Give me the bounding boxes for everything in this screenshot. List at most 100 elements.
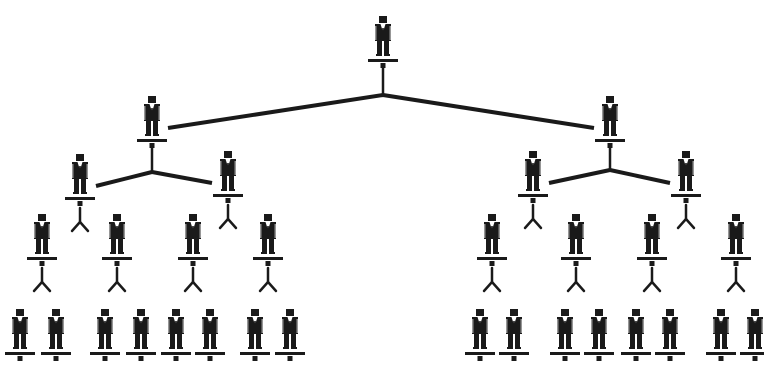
pedestal-bar (706, 352, 736, 355)
person-icon (213, 151, 243, 203)
node-dot (114, 261, 120, 266)
edge-line (183, 280, 195, 293)
node-dot (511, 356, 517, 361)
edge-line (726, 280, 738, 293)
person-icon (477, 214, 507, 266)
edge-line (566, 280, 578, 293)
node-dot (149, 143, 155, 148)
node-dot (477, 356, 483, 361)
edge-line (218, 217, 230, 230)
person-icon (721, 214, 751, 266)
pedestal-bar (637, 257, 667, 260)
node-dot (683, 198, 689, 203)
pedestal-bar (5, 352, 35, 355)
edge-line (482, 280, 494, 293)
edge-line (490, 280, 502, 293)
node-dot (752, 356, 758, 361)
edge-line (734, 280, 746, 293)
person-icon (368, 16, 398, 68)
person-icon (161, 309, 191, 361)
edge-line (191, 280, 203, 293)
node-dot (380, 63, 386, 68)
arch-connector (548, 168, 671, 185)
person-icon (65, 154, 95, 206)
pedestal-bar (65, 197, 95, 200)
pedestal-bar (550, 352, 580, 355)
edge-line (78, 220, 90, 233)
pedestal-bar (655, 352, 685, 355)
person-icon (126, 309, 156, 361)
pedestal-bar (126, 352, 156, 355)
person-icon (584, 309, 614, 361)
edge-line (226, 217, 238, 230)
pedestal-bar (499, 352, 529, 355)
edge-line (115, 280, 127, 293)
person-icon (671, 151, 701, 203)
pedestal-bar (213, 194, 243, 197)
pedestal-bar (90, 352, 120, 355)
person-icon (195, 309, 225, 361)
node-dot (633, 356, 639, 361)
node-dot (667, 356, 673, 361)
edge-line (70, 220, 82, 233)
edge-line (684, 217, 696, 230)
node-dot (573, 261, 579, 266)
edge-line (258, 280, 270, 293)
pedestal-bar (518, 194, 548, 197)
person-icon (550, 309, 580, 361)
person-icon (178, 214, 208, 266)
arch-connector (95, 170, 213, 188)
edge-line (574, 280, 586, 293)
pedestal-bar (27, 257, 57, 260)
node-dot (190, 261, 196, 266)
person-icon (518, 151, 548, 203)
person-icon (595, 96, 625, 148)
person-icon (499, 309, 529, 361)
person-layer (5, 16, 764, 361)
person-icon (253, 214, 283, 266)
edge-line (32, 280, 44, 293)
node-dot (225, 198, 231, 203)
connector-layer (32, 68, 746, 293)
node-dot (252, 356, 258, 361)
edge-line (642, 280, 654, 293)
node-dot (733, 261, 739, 266)
node-dot (649, 261, 655, 266)
edge-line (266, 280, 278, 293)
pedestal-bar (584, 352, 614, 355)
node-dot (287, 356, 293, 361)
node-dot (207, 356, 213, 361)
person-icon (706, 309, 736, 361)
edge-line (107, 280, 119, 293)
pedestal-bar (477, 257, 507, 260)
person-icon (137, 96, 167, 148)
person-icon (655, 309, 685, 361)
pedestal-bar (621, 352, 651, 355)
node-dot (607, 143, 613, 148)
edge-line (676, 217, 688, 230)
person-icon (637, 214, 667, 266)
person-icon (561, 214, 591, 266)
node-dot (102, 356, 108, 361)
person-icon (621, 309, 651, 361)
pedestal-bar (595, 139, 625, 142)
pedestal-bar (240, 352, 270, 355)
node-dot (77, 201, 83, 206)
person-icon (465, 309, 495, 361)
node-dot (489, 261, 495, 266)
pedestal-bar (368, 59, 398, 62)
pedestal-bar (137, 139, 167, 142)
edge-line (650, 280, 662, 293)
node-dot (17, 356, 23, 361)
node-dot (530, 198, 536, 203)
person-icon (740, 309, 764, 361)
pedestal-bar (740, 352, 764, 355)
node-dot (718, 356, 724, 361)
node-dot (53, 356, 59, 361)
pedestal-bar (102, 257, 132, 260)
pedestal-bar (275, 352, 305, 355)
pedestal-bar (161, 352, 191, 355)
node-dot (562, 356, 568, 361)
edge-line (40, 280, 52, 293)
